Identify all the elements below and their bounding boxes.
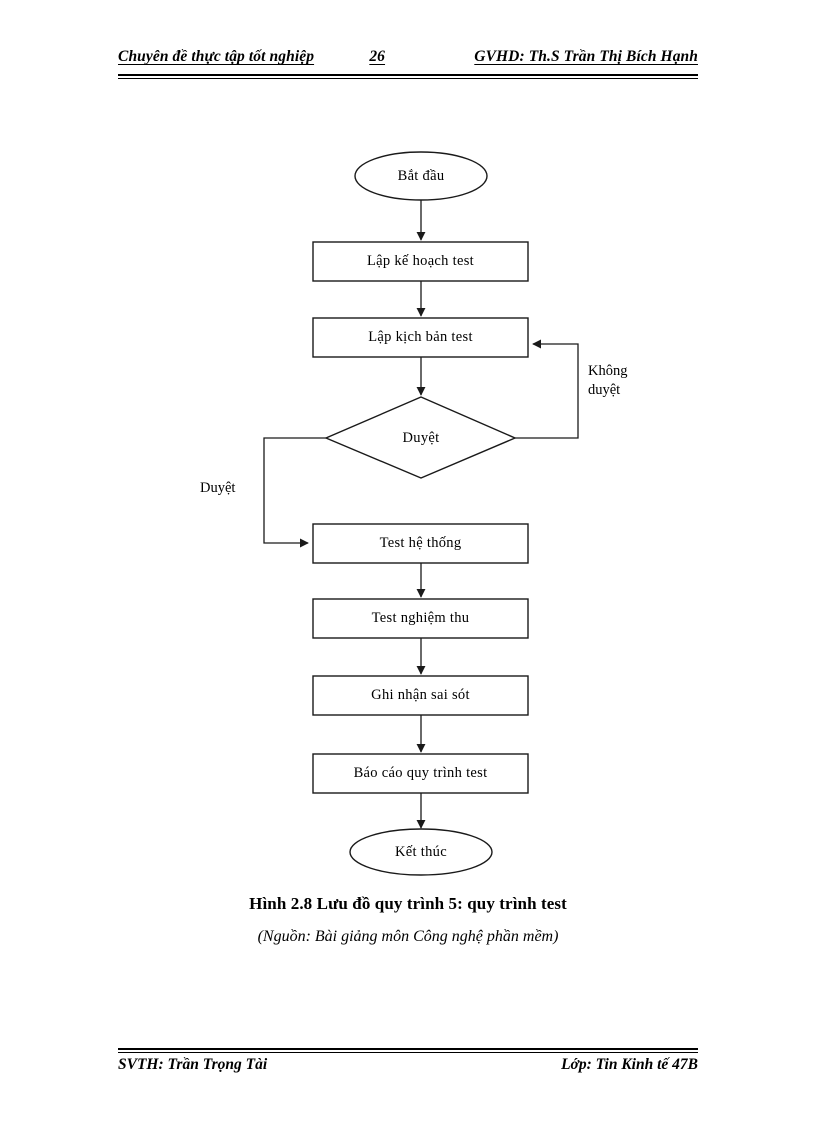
header-title-left: Chuyên đề thực tập tốt nghiệp — [118, 48, 315, 65]
edge-label-approved: Duyệt — [200, 480, 236, 496]
figure-source: (Nguồn: Bài giảng môn Công nghệ phần mềm… — [257, 928, 559, 945]
node-script-shape — [312, 317, 529, 358]
header-divider — [118, 74, 698, 79]
page-footer: SVTH: Trần Trọng Tài Lớp: Tin Kinh tế 47… — [118, 1056, 698, 1074]
node-report-shape — [312, 753, 529, 794]
figure-caption: Hình 2.8 Lưu đồ quy trình 5: quy trình t… — [249, 894, 567, 913]
footer-student: SVTH: Trần Trọng Tài — [118, 1056, 268, 1073]
header-advisor: GVHD: Th.S Trần Thị Bích Hạnh — [474, 48, 698, 65]
node-plan-shape — [312, 241, 529, 282]
footer-class: Lớp: Tin Kinh tế 47B — [561, 1056, 698, 1073]
footer-divider — [118, 1048, 698, 1053]
node-system-test-shape — [312, 523, 529, 564]
edge-label-rejected: Không duyệt — [588, 363, 628, 398]
node-acceptance-test-shape — [312, 598, 529, 639]
edge-decision-approved — [263, 437, 326, 548]
node-record-defects-shape — [312, 675, 529, 716]
page-number: 26 — [369, 48, 386, 65]
edge-decision-rejected — [515, 339, 579, 439]
node-start-shape — [354, 151, 488, 201]
flowchart-diagram: Bắt đầu Lập kế hoạch test Lập kịch bản t… — [200, 151, 628, 876]
node-decision-shape — [324, 396, 517, 479]
node-end-shape — [349, 828, 493, 876]
page-header: Chuyên đề thực tập tốt nghiệp 26 GVHD: T… — [118, 48, 698, 78]
